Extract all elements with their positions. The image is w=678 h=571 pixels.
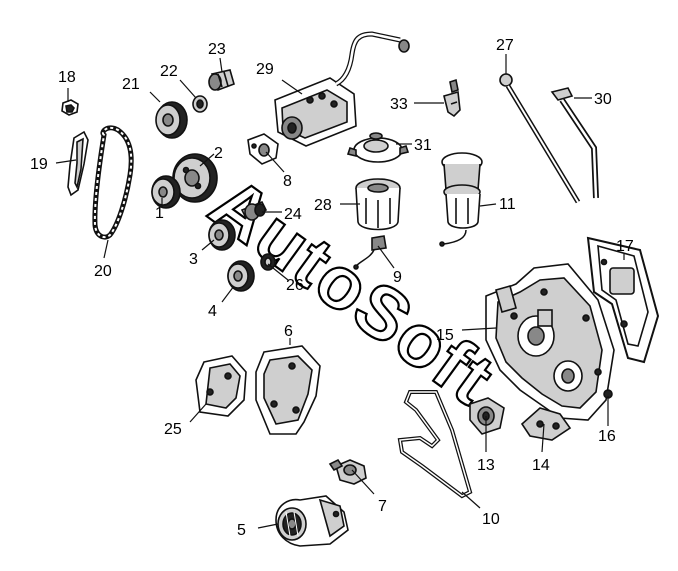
- callout-28: 28: [314, 197, 332, 214]
- callout-17: 17: [616, 238, 634, 255]
- callout-22: 22: [160, 63, 178, 80]
- part-9-drain-sensor[interactable]: [353, 235, 387, 270]
- callout-18: 18: [58, 69, 76, 86]
- part-30-dipstick-tube[interactable]: [550, 87, 599, 199]
- callout-20: 20: [94, 263, 112, 280]
- part-28-fuel-filter[interactable]: [355, 178, 401, 231]
- part-10-drive-belt[interactable]: [397, 390, 473, 499]
- part-25-bracket[interactable]: [195, 355, 247, 417]
- callout-21: 21: [122, 76, 140, 93]
- callout-27: 27: [496, 37, 514, 54]
- part-11-filter-assembly[interactable]: [439, 152, 483, 247]
- callout-3: 3: [189, 251, 198, 268]
- part-27-dipstick[interactable]: [499, 73, 581, 204]
- callout-31: 31: [414, 137, 432, 154]
- part-22-bushing[interactable]: [192, 95, 208, 113]
- callout-2: 2: [214, 145, 223, 162]
- part-23-roller-bearing[interactable]: [208, 69, 235, 92]
- part-6-engine-mount[interactable]: [255, 345, 321, 435]
- part-5-water-pump[interactable]: [275, 495, 349, 547]
- callout-29: 29: [256, 61, 274, 78]
- callout-11: 11: [499, 196, 516, 213]
- callout-25: 25: [164, 421, 182, 438]
- part-21-gear[interactable]: [155, 101, 188, 139]
- part-18-bolt[interactable]: [61, 99, 79, 116]
- callout-13: 13: [477, 457, 495, 474]
- callout-5: 5: [237, 522, 246, 539]
- part-24-shaft[interactable]: [240, 200, 268, 221]
- part-20-timing-chain[interactable]: [92, 125, 134, 240]
- callout-6: 6: [284, 323, 293, 340]
- part-4-gear[interactable]: [227, 260, 255, 292]
- callout-24: 24: [284, 206, 302, 223]
- callout-15: 15: [436, 327, 454, 344]
- callout-19: 19: [30, 156, 48, 173]
- callout-14: 14: [532, 457, 550, 474]
- callout-8: 8: [283, 173, 292, 190]
- part-7-thermostat-housing[interactable]: [328, 458, 367, 485]
- callout-1: 1: [155, 205, 164, 222]
- part-33-sensor[interactable]: [443, 78, 461, 118]
- callout-33: 33: [390, 96, 408, 113]
- part-26-seal[interactable]: [260, 253, 276, 271]
- part-15-timing-cover[interactable]: [485, 263, 615, 421]
- part-17-gasket[interactable]: [586, 236, 660, 364]
- part-1-pulley[interactable]: [151, 175, 181, 209]
- part-29-injection-pump[interactable]: [274, 31, 410, 147]
- callout-7: 7: [378, 498, 387, 515]
- callout-26: 26: [286, 277, 304, 294]
- part-19-chain-tensioner[interactable]: [67, 130, 89, 197]
- part-3-idler-gear[interactable]: [208, 219, 236, 251]
- callout-30: 30: [594, 91, 612, 108]
- part-13-tensioner-pulley[interactable]: [469, 397, 505, 435]
- leader-lines: [55, 54, 625, 529]
- callout-16: 16: [598, 428, 616, 445]
- callout-labels: 1 2 3 4 5 6 7 8 9 10 11 13 14 15 16 17 1…: [30, 37, 634, 539]
- callout-23: 23: [208, 41, 226, 58]
- part-31-filter-head[interactable]: [346, 132, 410, 163]
- callout-9: 9: [393, 269, 402, 286]
- callout-10: 10: [482, 511, 500, 528]
- part-14-bracket[interactable]: [520, 407, 572, 441]
- callout-4: 4: [208, 303, 217, 320]
